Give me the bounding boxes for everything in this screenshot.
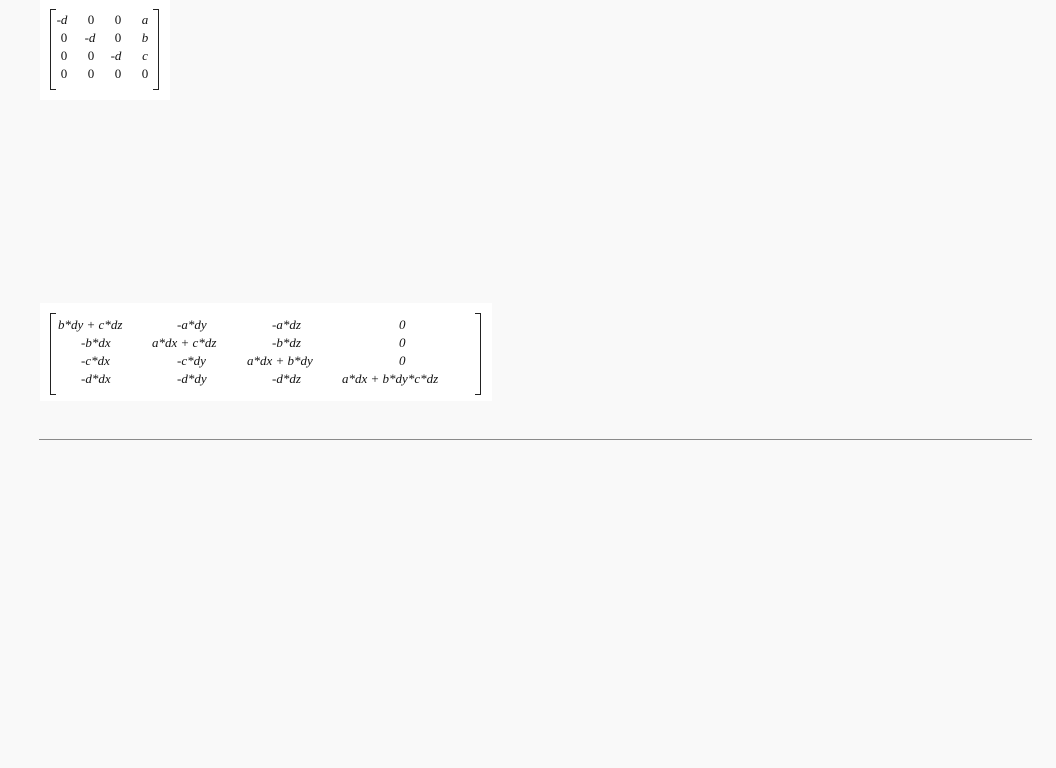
matrix-1-cell: -d: [110, 48, 122, 63]
matrix-1-cell: -d: [84, 30, 96, 45]
matrix-1-cell: 0: [141, 66, 149, 81]
matrix-2-right-bracket: [475, 313, 481, 395]
matrix-2-cell: 0: [399, 353, 406, 368]
matrix-1-cell: 0: [87, 12, 95, 27]
matrix-2-cell: -d*dy: [177, 371, 207, 386]
matrix-1-cell: 0: [87, 66, 95, 81]
matrix-2-cell: -b*dx: [81, 335, 111, 350]
matrix-2-cell: b*dy + c*dz: [58, 317, 123, 332]
matrix-2-cell: a*dx + b*dy: [247, 353, 313, 368]
matrix-1-right-bracket: [153, 9, 159, 90]
matrix-1-cell: 0: [114, 12, 122, 27]
matrix-1-cell: 0: [60, 66, 68, 81]
matrix-2-cell: -b*dz: [272, 335, 301, 350]
matrix-1-cell: c: [142, 48, 148, 63]
matrix-2-cell: -c*dy: [177, 353, 206, 368]
matrix-1-cell: a: [141, 12, 149, 27]
matrix-2-cell: -c*dx: [81, 353, 110, 368]
horizontal-rule: [39, 439, 1032, 440]
matrix-1-cell: 0: [114, 66, 122, 81]
matrix-1-cell: 0: [60, 30, 68, 45]
matrix-1: -d 0 0 a 0 -d 0 b 0 0 -d c 0 0 0 0: [40, 0, 170, 100]
matrix-2-cell: 0: [399, 335, 406, 350]
matrix-1-cell: -d: [56, 12, 68, 27]
matrix-1-cell: 0: [87, 48, 95, 63]
matrix-1-cell: 0: [60, 48, 68, 63]
matrix-2-cell: -a*dz: [272, 317, 301, 332]
matrix-2-cell: -d*dz: [272, 371, 301, 386]
matrix-2-cell: a*dx + c*dz: [152, 335, 217, 350]
matrix-2-left-bracket: [50, 313, 56, 395]
matrix-2-cell: -a*dy: [177, 317, 207, 332]
matrix-2-cell: 0: [399, 317, 406, 332]
matrix-2-cell: -d*dx: [81, 371, 111, 386]
matrix-1-cell: 0: [114, 30, 122, 45]
matrix-2: b*dy + c*dz -a*dy -a*dz 0 -b*dx a*dx + c…: [40, 303, 492, 401]
matrix-1-left-bracket: [50, 9, 56, 90]
matrix-1-cell: b: [141, 30, 149, 45]
matrix-2-cell: a*dx + b*dy*c*dz: [342, 371, 439, 386]
